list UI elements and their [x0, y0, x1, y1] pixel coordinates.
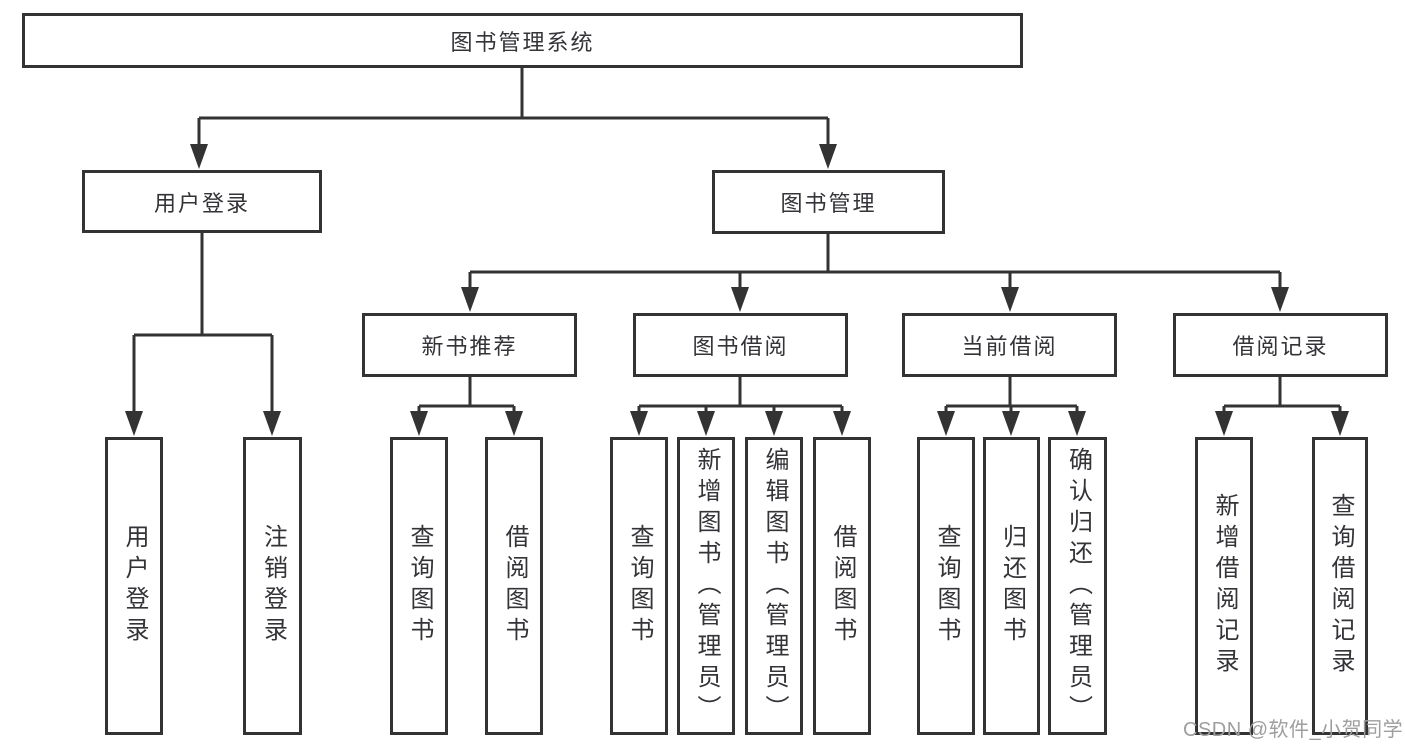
connector-borrowing-to-leaves: [637, 377, 844, 414]
leaf-edit-books-admin-label: 编辑图书（管理员）: [761, 446, 788, 726]
leaf-add-borrow-record-label: 新增借阅记录: [1211, 493, 1238, 679]
leaf-confirm-return-admin-label: 确认归还（管理员）: [1064, 446, 1092, 726]
csdn-watermark: CSDN @软件_小贺同学: [1183, 719, 1404, 741]
leaf-query-books-borrowing: 查询图书: [610, 437, 668, 735]
leaf-borrow-books-recommend: 借阅图书: [485, 437, 543, 735]
node-borrow-records: 借阅记录: [1173, 313, 1388, 377]
node-root-label: 图书管理系统: [450, 29, 595, 55]
leaf-query-books-recommend: 查询图书: [390, 437, 448, 735]
node-book-management-label: 图书管理: [780, 191, 877, 216]
node-book-management: 图书管理: [712, 170, 945, 234]
arrowheads-userlogin: [125, 411, 281, 436]
arrowheads-current: [937, 411, 1086, 436]
leaf-query-borrow-record-label: 查询借阅记录: [1327, 493, 1354, 679]
leaf-query-books-recommend-label: 查询图书: [406, 524, 433, 648]
connector-bookmgmt-to-level3: [468, 234, 1282, 290]
node-book-borrowing-label: 图书借阅: [692, 334, 789, 359]
leaf-borrow-books-borrowing: 借阅图书: [813, 437, 871, 735]
leaf-borrow-books-borrowing-label: 借阅图书: [829, 524, 856, 648]
leaf-query-books-current: 查询图书: [917, 437, 975, 735]
connector-records-to-leaves: [1222, 377, 1342, 414]
leaf-query-books-current-label: 查询图书: [933, 524, 960, 648]
leaf-return-books: 归还图书: [983, 437, 1040, 735]
leaf-add-borrow-record: 新增借阅记录: [1195, 437, 1253, 735]
node-current-borrowing-label: 当前借阅: [961, 334, 1058, 359]
connector-newbooks-to-leaves: [417, 377, 516, 414]
leaf-query-borrow-record: 查询借阅记录: [1312, 437, 1368, 735]
node-borrow-records-label: 借阅记录: [1232, 334, 1329, 359]
leaf-add-books-admin: 新增图书（管理员）: [677, 437, 735, 735]
arrowheads-borrowing: [630, 411, 851, 436]
connector-current-to-leaves: [944, 377, 1079, 414]
node-user-login-label: 用户登录: [153, 190, 250, 216]
node-root-library-system: 图书管理系统: [22, 13, 1023, 68]
leaf-logout-label: 注销登录: [259, 524, 287, 648]
leaf-add-books-admin-label: 新增图书（管理员）: [693, 446, 720, 726]
node-current-borrowing: 当前借阅: [902, 313, 1117, 377]
arrowheads-level2: [190, 144, 837, 169]
arrowheads-level3: [461, 287, 1289, 312]
node-user-login: 用户登录: [82, 170, 322, 233]
connector-root-to-level2: [197, 68, 830, 148]
leaf-user-login-label: 用户登录: [121, 524, 148, 648]
arrowheads-newbooks: [410, 411, 523, 436]
leaf-return-books-label: 归还图书: [998, 524, 1026, 648]
leaf-query-books-borrowing-label: 查询图书: [626, 524, 653, 648]
arrowheads-records: [1215, 411, 1349, 436]
leaf-borrow-books-recommend-label: 借阅图书: [501, 524, 528, 648]
node-book-borrowing: 图书借阅: [633, 313, 848, 377]
connector-userlogin-to-leaves: [132, 233, 274, 414]
leaf-edit-books-admin: 编辑图书（管理员）: [745, 437, 803, 735]
node-new-book-recommend-label: 新书推荐: [421, 334, 518, 359]
leaf-user-login: 用户登录: [105, 437, 163, 735]
leaf-logout: 注销登录: [243, 437, 302, 735]
leaf-confirm-return-admin: 确认归还（管理员）: [1048, 437, 1107, 735]
node-new-book-recommend: 新书推荐: [362, 313, 577, 377]
